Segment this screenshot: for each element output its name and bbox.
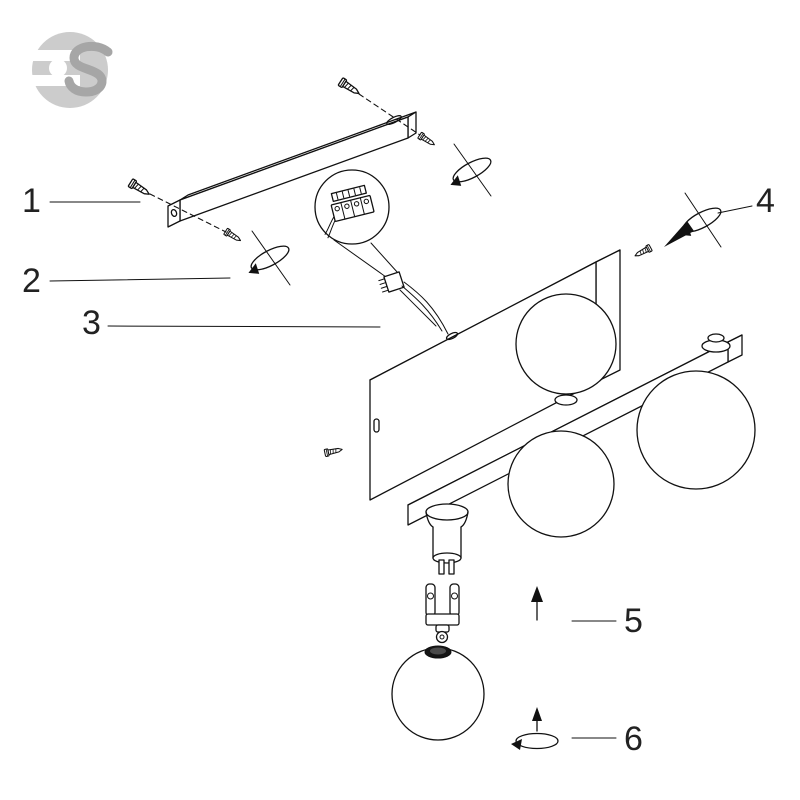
callout-4-leader xyxy=(717,205,753,214)
callout-2-label: 2 xyxy=(22,262,41,300)
logo-s-swirl xyxy=(64,41,113,97)
rotation-symbols xyxy=(242,143,726,286)
bottom-globe xyxy=(391,645,485,741)
screw-icon xyxy=(337,77,363,98)
pointer-arrow-icon xyxy=(664,221,694,247)
clevis-prong xyxy=(449,583,460,617)
callout-3-leader xyxy=(107,325,381,328)
assembly-direction-arrows xyxy=(510,586,559,751)
detail-leader-line xyxy=(370,242,399,274)
callout-3-label: 3 xyxy=(82,304,101,342)
detail-wire xyxy=(327,220,336,239)
screw-icon xyxy=(223,227,243,245)
brand-logo-watermark xyxy=(26,32,113,108)
rotation-arrow-icon xyxy=(242,240,294,279)
callout-6-label: 6 xyxy=(624,720,643,758)
driver-axis-line xyxy=(251,230,291,286)
wire xyxy=(401,285,443,332)
screw-icon xyxy=(323,445,344,458)
bracket-left-hole xyxy=(170,208,178,218)
panel-keyhole-slot xyxy=(373,418,380,433)
screw-icon xyxy=(632,243,653,260)
bracket-slot-hole xyxy=(386,115,402,125)
screw-icon xyxy=(127,178,153,199)
wire-entry-hole xyxy=(445,331,459,341)
callouts: 1 2 3 4 5 6 xyxy=(22,182,775,758)
plug-pin xyxy=(438,559,445,575)
clevis-prong xyxy=(425,583,436,617)
arm-end-socket xyxy=(701,333,731,353)
mounting-bracket xyxy=(167,111,417,228)
callout-1-label: 1 xyxy=(22,182,41,220)
wire-connector xyxy=(378,271,405,293)
terminal-block-detail xyxy=(314,169,399,278)
detail-wire xyxy=(324,216,335,235)
screw-guide-line xyxy=(149,193,227,233)
glass-globe xyxy=(507,430,615,538)
cup-rim xyxy=(425,503,469,521)
screw-icon xyxy=(417,131,437,149)
callout-2-leader xyxy=(49,277,231,282)
glass-globe xyxy=(636,370,756,490)
clevis-hole xyxy=(427,592,434,600)
wire xyxy=(399,289,437,327)
clevis-body xyxy=(425,613,460,626)
plug-pin xyxy=(448,559,455,575)
rotation-arrow-icon xyxy=(444,152,496,191)
bracket-left-end xyxy=(167,199,181,228)
up-arrow-icon xyxy=(531,586,543,602)
driver-axis-line xyxy=(453,143,492,197)
wiring xyxy=(378,271,449,335)
callout-4-label: 4 xyxy=(756,182,775,220)
clevis-hole xyxy=(451,592,458,600)
callout-5-label: 5 xyxy=(624,602,643,640)
up-arrow-icon xyxy=(532,707,542,721)
wire xyxy=(403,281,449,335)
driver-axis-line xyxy=(684,192,722,248)
clevis-connector xyxy=(425,583,460,644)
mounting-screws xyxy=(127,77,653,458)
lamp-socket xyxy=(554,394,578,406)
clevis-ring xyxy=(435,630,449,644)
rotation-arrow-icon xyxy=(510,732,559,751)
bracket-right-end xyxy=(407,111,417,139)
screw-guide-line xyxy=(358,93,421,136)
terminal-block xyxy=(324,184,375,239)
glass-globe xyxy=(515,293,617,395)
detail-leader-line xyxy=(333,239,387,278)
arm-right-face xyxy=(727,334,743,363)
glass-globe xyxy=(391,647,485,741)
stem-bottom xyxy=(432,552,462,564)
pendant-stem xyxy=(425,503,469,575)
